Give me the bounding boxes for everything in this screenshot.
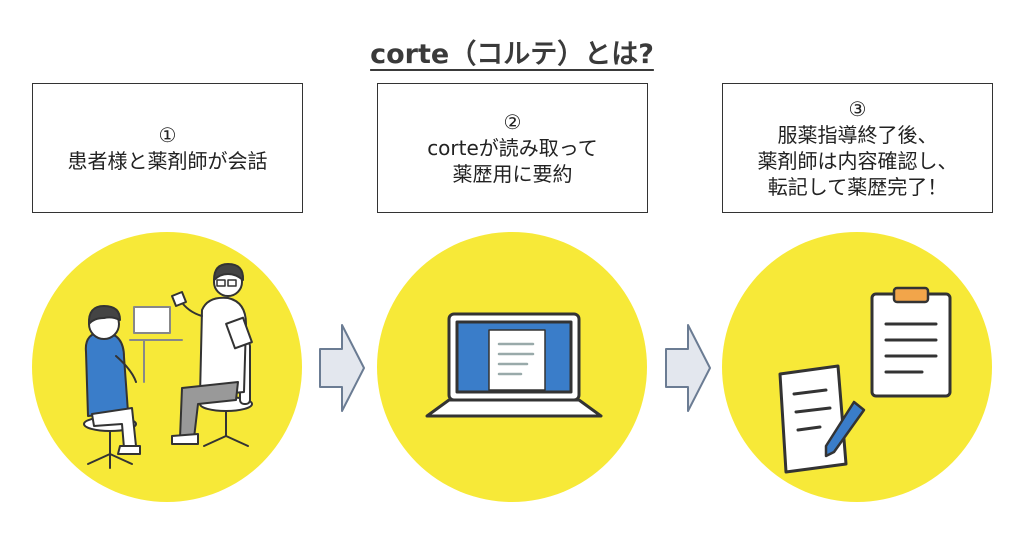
records-illustration bbox=[778, 286, 952, 474]
step-2-box: ② corteが読み取って 薬歴用に要約 bbox=[377, 83, 648, 213]
clipboard-icon bbox=[870, 286, 952, 398]
step-1-box: ① 患者様と薬剤師が会話 bbox=[32, 83, 303, 213]
step-3-text-line-2: 薬剤師は内容確認し、 bbox=[757, 149, 958, 173]
step-1-number: ① bbox=[158, 123, 177, 147]
document-with-pen-icon bbox=[778, 364, 866, 474]
step-2-illustration-circle bbox=[377, 232, 647, 502]
step-3-number: ③ bbox=[848, 97, 867, 121]
step-1-text: 患者様と薬剤師が会話 bbox=[67, 149, 268, 173]
step-1-illustration-circle bbox=[32, 232, 302, 502]
arrow-right-icon bbox=[665, 324, 711, 412]
step-2-text-line-1: corteが読み取って bbox=[427, 136, 598, 160]
arrow-right-icon bbox=[319, 324, 365, 412]
page-title: corte（コルテ）とは? bbox=[370, 39, 654, 70]
laptop-icon bbox=[425, 312, 603, 418]
step-3-illustration-circle bbox=[722, 232, 992, 502]
step-3-box: ③ 服薬指導終了後、 薬剤師は内容確認し、 転記して薬歴完了！ bbox=[722, 83, 993, 213]
step-3-text-line-3: 転記して薬歴完了！ bbox=[767, 175, 948, 199]
step-2-text-line-2: 薬歴用に要約 bbox=[452, 162, 573, 186]
pharmacist-patient-conversation-illustration bbox=[83, 263, 253, 469]
step-2-number: ② bbox=[503, 110, 522, 134]
step-3-text-line-1: 服薬指導終了後、 bbox=[777, 123, 938, 147]
